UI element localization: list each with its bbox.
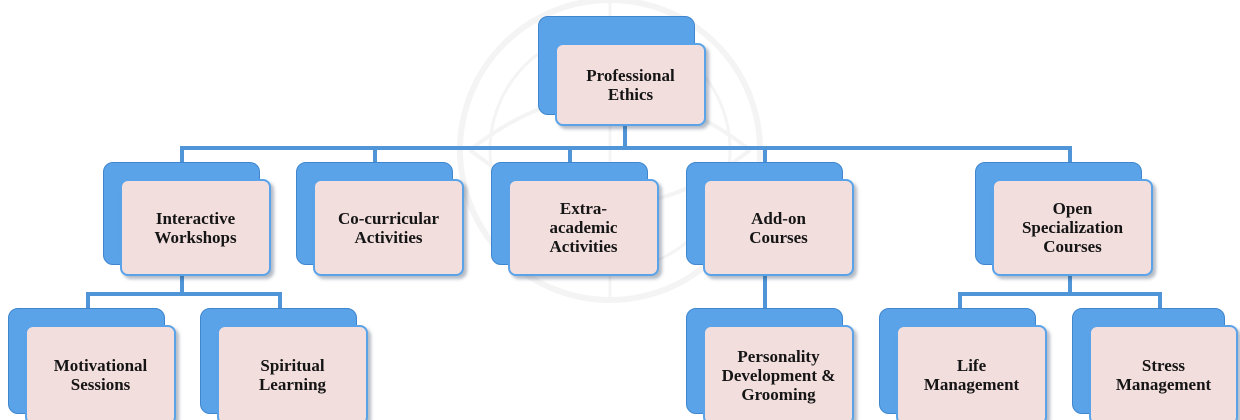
- node-stress-management: Stress Management: [1072, 308, 1238, 420]
- node-life-management: Life Management: [879, 308, 1049, 420]
- node-extra-academic-activities: Extra- academic Activities: [491, 162, 661, 278]
- node-card: Extra- academic Activities: [508, 179, 659, 276]
- node-label: Life Management: [923, 356, 1020, 394]
- node-label: Personality Development & Grooming: [721, 346, 836, 404]
- node-card: Stress Management: [1089, 325, 1238, 420]
- node-motivational-sessions: Motivational Sessions: [8, 308, 178, 420]
- node-card: Interactive Workshops: [120, 179, 271, 276]
- node-card: Motivational Sessions: [25, 325, 176, 420]
- node-personality-development-grooming: Personality Development & Grooming: [686, 308, 856, 420]
- node-label: Motivational Sessions: [53, 356, 148, 394]
- node-label: Spiritual Learning: [258, 356, 327, 394]
- node-card: Professional Ethics: [555, 43, 706, 126]
- node-label: Stress Management: [1115, 356, 1212, 394]
- node-card: Personality Development & Grooming: [703, 325, 854, 420]
- node-label: Add-on Courses: [749, 208, 808, 247]
- node-add-on-courses: Add-on Courses: [686, 162, 856, 278]
- node-label: Interactive Workshops: [154, 208, 237, 247]
- node-card: Life Management: [896, 325, 1047, 420]
- node-interactive-workshops: Interactive Workshops: [103, 162, 273, 278]
- node-card: Co-curricular Activities: [313, 179, 464, 276]
- node-card: Add-on Courses: [703, 179, 854, 276]
- node-open-specialization-courses: Open Specialization Courses: [975, 162, 1155, 278]
- node-card: Open Specialization Courses: [992, 179, 1153, 276]
- node-label: Extra- academic Activities: [549, 199, 618, 256]
- node-label: Open Specialization Courses: [1021, 199, 1124, 256]
- node-co-curricular-activities: Co-curricular Activities: [296, 162, 466, 278]
- node-spiritual-learning: Spiritual Learning: [200, 308, 370, 420]
- node-professional-ethics: Professional Ethics: [538, 16, 708, 128]
- node-card: Spiritual Learning: [217, 325, 368, 420]
- node-label: Co-curricular Activities: [337, 208, 440, 247]
- node-label: Professional Ethics: [586, 65, 675, 104]
